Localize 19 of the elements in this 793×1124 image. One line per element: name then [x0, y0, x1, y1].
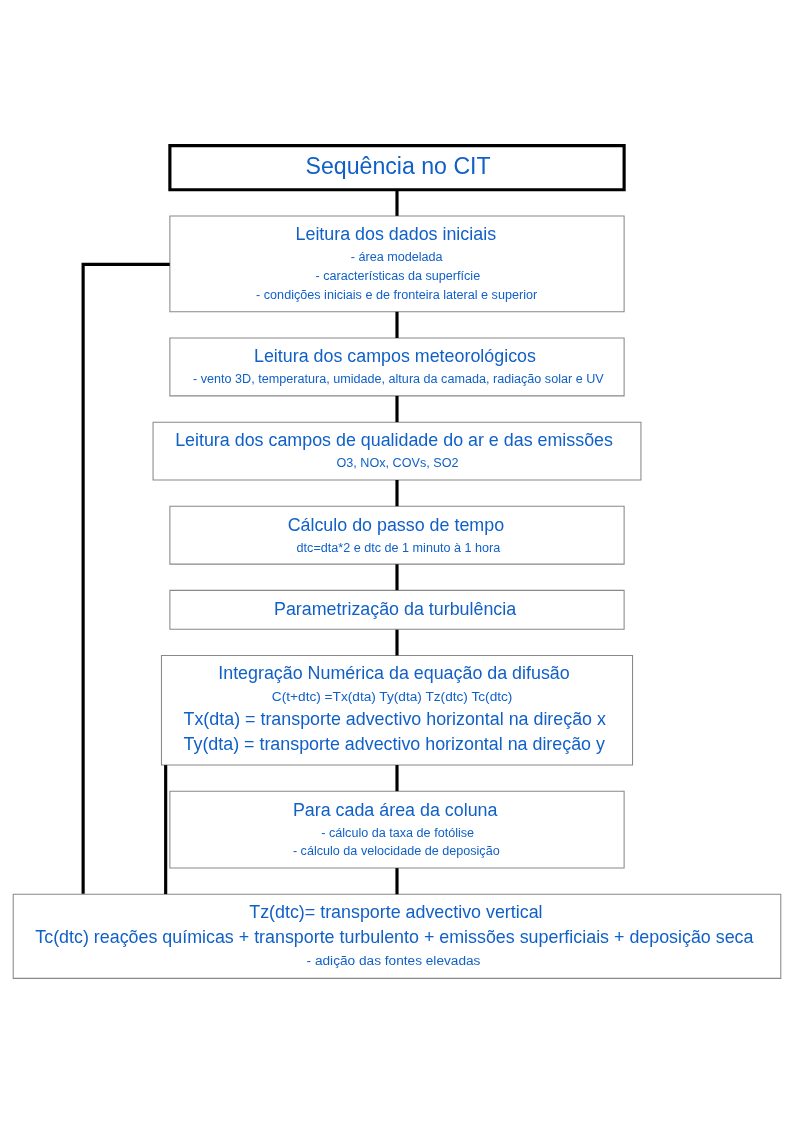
connector [394, 311, 399, 338]
connector [394, 480, 399, 507]
node-box: Sequência no CIT [167, 144, 626, 192]
connector [394, 190, 399, 216]
node-box: Leitura dos campos meteorológicos - vento 3D, temperatura, umidade, altura da camada, radiação solar e UV [168, 337, 625, 397]
node-box: Parametrização da turbulência [168, 589, 625, 630]
connector [394, 629, 399, 656]
node-box: Cálculo do passo de tempo dtc=dta*2 e dtc de 1 minuto à 1 hora [168, 505, 625, 565]
node-box: Integração Numérica da equação da difusão C(t+dtc) =Tx(dta) Ty(dta) Tz(dtc) Tc(dtc) Tx(dta) = transporte advectivo horizontal na direção x Ty(dta) = transporte advectivo horizontal na direção y [160, 655, 633, 766]
node-box: Leitura dos campos de qualidade do ar e das emissões O3, NOx, COVs, SO2 [152, 421, 641, 481]
connector [394, 395, 399, 423]
connector [394, 564, 399, 591]
connector [81, 262, 170, 894]
connector [163, 765, 167, 895]
connector [394, 868, 399, 895]
connector [394, 765, 399, 792]
node-box: Para cada área da coluna - cálculo da taxa de fotólise - cálculo da velocidade de deposição [168, 790, 625, 869]
node-box: Leitura dos dados iniciais - área modelada - características da superfície - condições iniciais e de fronteira lateral e superior [168, 215, 625, 313]
node-box: Tz(dtc)= transporte advectivo vertical Tc(dtc) reações químicas + transporte turbulento + emissões superficiais + deposição seca - adição das fontes elevadas [12, 893, 781, 979]
